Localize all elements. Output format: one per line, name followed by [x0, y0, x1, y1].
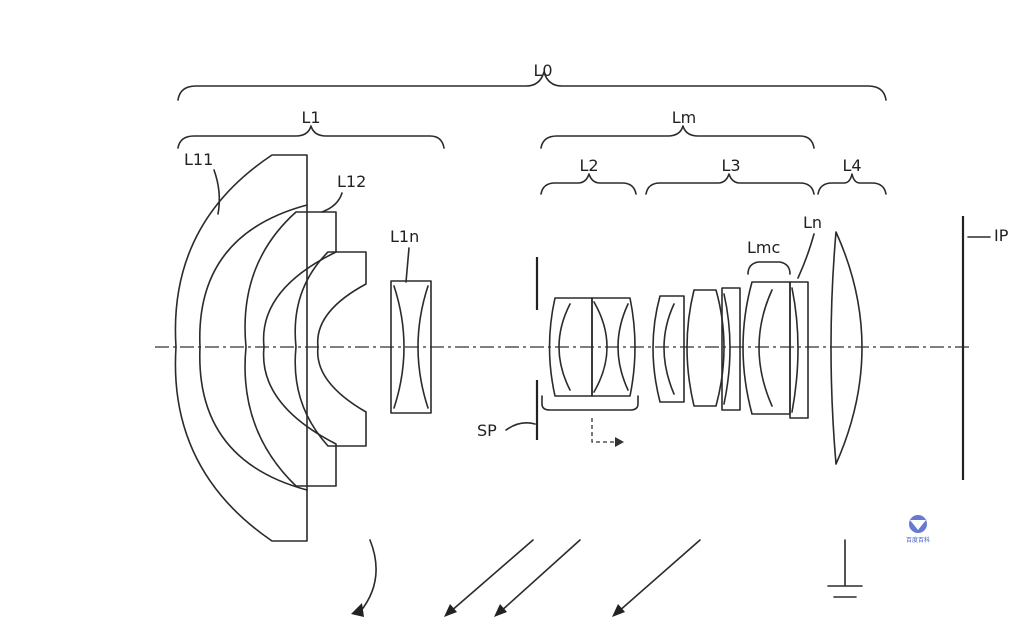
leader-L1n	[405, 247, 410, 283]
leader-L12	[321, 192, 343, 213]
label-L12: L12	[337, 172, 366, 191]
lens-L12	[244, 211, 337, 487]
leader-L11	[213, 169, 221, 215]
movement-arrowhead-2	[494, 604, 507, 617]
lens-L4	[830, 231, 863, 465]
lens-Lmc-a-surface	[758, 289, 773, 407]
lens-L1n-surfaces	[393, 285, 429, 409]
focus-bracket	[541, 395, 639, 411]
label-L2: L2	[579, 156, 598, 175]
fixed-ground-symbol	[827, 539, 863, 598]
leader-SP	[505, 422, 536, 431]
movement-arrowhead-L1	[351, 603, 364, 617]
brace-Lm	[540, 125, 815, 149]
lens-Lmc-a	[742, 281, 791, 415]
lens-L11-inner	[199, 204, 308, 491]
lens-Ln	[789, 281, 809, 419]
lens-L3c	[721, 287, 741, 411]
label-Lmc: Lmc	[747, 238, 780, 257]
lens-L1n	[390, 280, 432, 414]
lens-L11	[174, 154, 308, 542]
label-L0: L0	[533, 61, 552, 80]
watermark-logo: 百度百科	[906, 515, 930, 544]
label-Lm: Lm	[672, 108, 697, 127]
label-L4: L4	[842, 156, 861, 175]
lens-L2a	[548, 297, 593, 397]
label-L1: L1	[301, 108, 320, 127]
brace-L4	[817, 173, 887, 195]
movement-arrow-1	[449, 539, 534, 613]
leader-Ln	[797, 233, 815, 279]
brace-L3	[645, 173, 815, 195]
lens-L3b	[686, 289, 725, 407]
lens-L3c-surface	[723, 293, 731, 405]
brace-L1	[177, 125, 445, 149]
label-IP: IP	[994, 226, 1009, 245]
lens-L13	[294, 251, 367, 447]
movement-arrowhead-3	[612, 604, 625, 617]
lens-L2b-surfaces	[593, 301, 629, 393]
lens-L2a-surface	[558, 303, 571, 391]
brace-L0	[177, 71, 887, 101]
focus-move-arrowhead	[615, 437, 624, 447]
label-L1n: L1n	[390, 227, 419, 246]
label-SP: SP	[477, 421, 497, 440]
lens-Ln-surface	[791, 287, 799, 413]
label-L11: L11	[184, 150, 213, 169]
lens-L2b	[591, 297, 636, 397]
movement-arrow-L1	[359, 539, 377, 613]
lens-L3a-surface	[663, 303, 675, 395]
lens-L3a	[652, 295, 685, 403]
movement-arrow-2	[499, 539, 581, 613]
svg-text:百度百科: 百度百科	[906, 536, 930, 544]
focus-move-path	[591, 418, 615, 443]
label-L3: L3	[721, 156, 740, 175]
movement-arrowhead-1	[444, 604, 457, 617]
brace-L2	[540, 173, 637, 195]
label-Ln: Ln	[803, 213, 822, 232]
movement-arrow-3	[617, 539, 701, 613]
brace-Lmc	[747, 261, 791, 275]
